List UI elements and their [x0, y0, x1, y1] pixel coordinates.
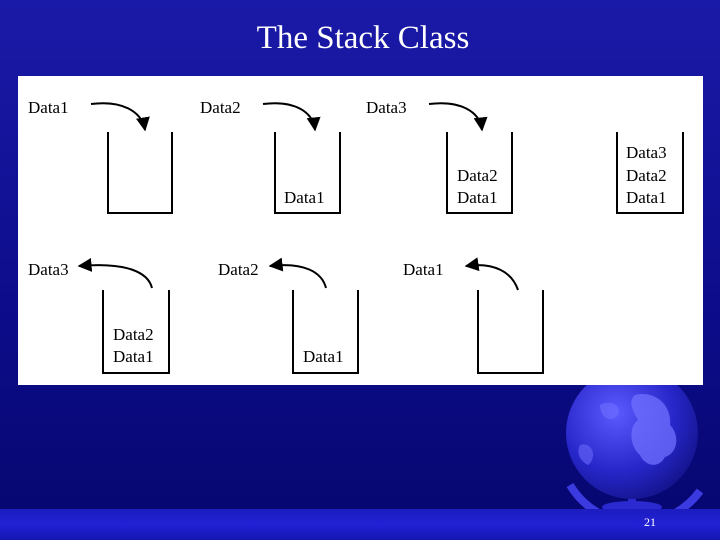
stack-2 — [274, 132, 341, 214]
footer-bar — [0, 509, 720, 540]
stack-1 — [107, 132, 173, 214]
pop-3-label: Data1 — [403, 260, 444, 279]
pop-2-arrow — [268, 257, 327, 289]
stack-5-item-1: Data2 — [113, 325, 154, 344]
push-1-arrow — [90, 102, 150, 132]
stack-diagram: Data1 Data2 Data1 Data3 Data2 Data1 Data… — [28, 98, 684, 374]
stack-5-item-2: Data1 — [113, 347, 154, 366]
stack-4 — [616, 132, 684, 214]
stack-4-item-2: Data2 — [626, 166, 667, 185]
pop-1-label: Data3 — [28, 260, 69, 279]
page-number: 21 — [644, 515, 656, 529]
pop-1-arrow — [77, 257, 153, 289]
globe-icon — [566, 367, 704, 515]
push-3-arrow — [428, 102, 488, 132]
push-2-arrow — [262, 102, 321, 132]
stack-6 — [292, 290, 359, 374]
slide-title: The Stack Class — [256, 20, 470, 56]
stack-2-item-1: Data1 — [284, 188, 325, 207]
push-2-label: Data2 — [200, 98, 241, 117]
stack-6-item-1: Data1 — [303, 347, 344, 366]
pop-2-label: Data2 — [218, 260, 259, 279]
stack-3-item-1: Data2 — [457, 166, 498, 185]
push-3-label: Data3 — [366, 98, 407, 117]
stack-5 — [102, 290, 170, 374]
push-1-label: Data1 — [28, 98, 69, 117]
stack-4-item-3: Data1 — [626, 188, 667, 207]
stack-3-item-2: Data1 — [457, 188, 498, 207]
stack-4-item-1: Data3 — [626, 143, 667, 162]
stack-diagram-panel: Data1 Data2 Data1 Data3 Data2 Data1 Data… — [18, 76, 703, 385]
stack-3 — [446, 132, 513, 214]
pop-3-arrow — [464, 257, 519, 291]
stack-7 — [477, 290, 544, 374]
